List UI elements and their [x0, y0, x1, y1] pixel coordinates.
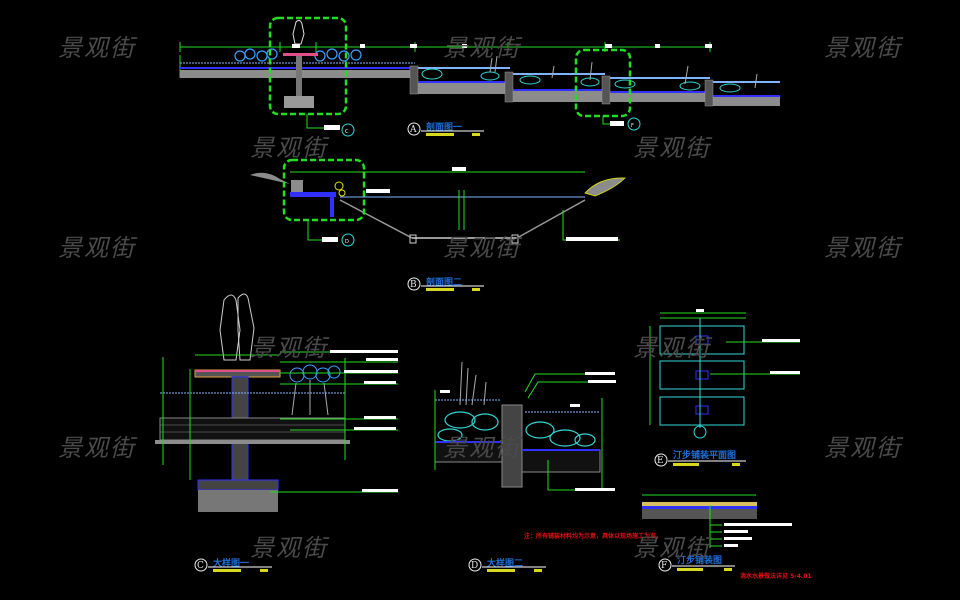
detail-d-drawing: 注：所有铺装材料均为示意，具体以现场施工为准。 — [434, 361, 662, 540]
watermark: 景观街 — [824, 34, 904, 62]
callout-c-ref: C — [345, 129, 349, 135]
title-d-text: 大样图二 — [487, 557, 523, 569]
watermark: 景观街 — [443, 434, 523, 462]
title-block-a: A 剖面图一 — [407, 121, 484, 136]
plan-e-drawing — [649, 309, 800, 439]
title-a-letter: A — [409, 125, 417, 135]
callout-d-ref: D — [345, 239, 349, 245]
callout-d-marker[interactable] — [341, 233, 355, 247]
watermark: 景观街 — [58, 234, 138, 262]
title-block-f: F 汀步铺装图 淌水水景做法详见 5-4.01 — [658, 554, 812, 580]
red-note: 注：所有铺装材料均为示意，具体以现场施工为准。 — [524, 532, 662, 540]
detail-f-drawing — [642, 494, 792, 548]
title-c-letter: C — [197, 561, 204, 571]
title-c-text: 大样图一 — [213, 557, 249, 569]
title-b-letter: B — [410, 280, 417, 290]
callout-f-marker[interactable] — [627, 117, 641, 131]
watermarks: 景观街 景观街 景观街 景观街 景观街 景观街 景观街 景观街 景观街 景观街 … — [58, 34, 904, 562]
title-block-e: E 汀步铺装平面图 — [654, 449, 746, 467]
drawing-reference-note: 淌水水景做法详见 5-4.01 — [740, 572, 812, 580]
title-a-text: 剖面图一 — [426, 121, 462, 133]
title-block-c: C 大样图一 — [194, 557, 272, 572]
detail-box-c — [268, 16, 348, 116]
title-e-letter: E — [657, 456, 664, 466]
watermark: 景观街 — [58, 34, 138, 62]
watermark: 景观街 — [824, 234, 904, 262]
title-b-text: 剖面图二 — [426, 276, 462, 288]
title-e-text: 汀步铺装平面图 — [673, 449, 736, 461]
watermark: 景观街 — [443, 234, 523, 262]
section-a-drawing: C F — [179, 16, 780, 137]
section-b-drawing: D — [250, 158, 626, 247]
watermark: 景观街 — [824, 434, 904, 462]
title-block-d: D 大样图二 — [468, 557, 546, 572]
watermark: 景观街 — [443, 34, 523, 62]
watermark: 景观街 — [633, 134, 713, 162]
watermark: 景观街 — [58, 434, 138, 462]
title-d-letter: D — [471, 561, 478, 571]
watermark: 景观街 — [250, 134, 330, 162]
callout-c-marker[interactable] — [341, 123, 355, 137]
detail-box-d — [282, 158, 366, 222]
watermark: 景观街 — [633, 334, 713, 362]
detail-c-drawing — [155, 293, 398, 512]
callout-f-ref: F — [631, 123, 634, 129]
watermark: 景观街 — [250, 334, 330, 362]
title-f-text: 汀步铺装图 — [677, 554, 722, 566]
watermark: 景观街 — [633, 534, 713, 562]
watermark: 景观街 — [250, 534, 330, 562]
title-block-b: B 剖面图二 — [407, 276, 484, 291]
title-f-letter: F — [661, 561, 667, 571]
